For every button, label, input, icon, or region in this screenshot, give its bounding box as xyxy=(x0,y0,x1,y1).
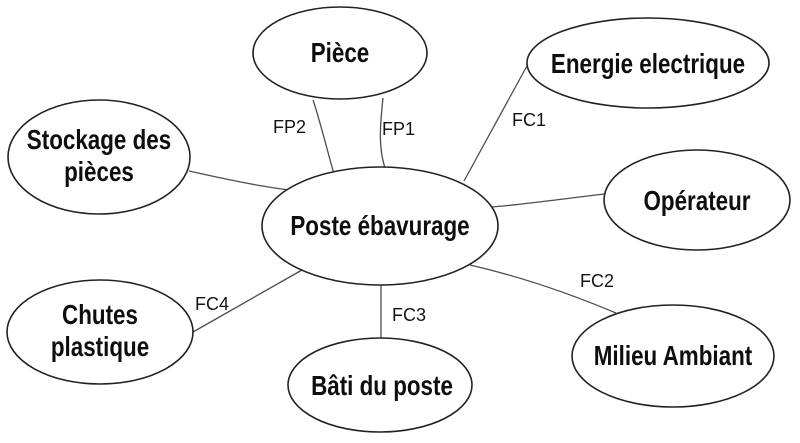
node-energie-electrique-label: Energie electrique xyxy=(550,48,746,79)
node-piece-ellipse xyxy=(252,6,428,100)
node-poste-ebavurage-ellipse xyxy=(261,166,499,286)
node-bati-du-poste-label: Bâti du poste xyxy=(311,370,453,401)
function-label-fc2: FC2 xyxy=(580,271,615,291)
function-label-fc4: FC4 xyxy=(195,294,230,314)
node-piece-label: Pièce xyxy=(310,37,370,68)
function-label-fp1: FP1 xyxy=(382,119,416,139)
node-poste-ebavurage-label: Poste ébavurage xyxy=(290,210,470,241)
node-chutes-plastique-label: Chutes plastique xyxy=(50,299,150,362)
node-stockage-des-pieces-ellipse xyxy=(7,99,191,215)
function-label-fc1: FC1 xyxy=(512,110,547,130)
node-stockage-des-pieces-label: Stockage des pièces xyxy=(26,124,172,187)
connector-fc4-line xyxy=(192,269,303,333)
connector-fc2-line xyxy=(469,264,617,314)
node-operateur-ellipse xyxy=(603,149,791,251)
node-operateur-label: Opérateur xyxy=(643,185,751,216)
node-energie-electrique-ellipse xyxy=(526,17,770,109)
node-milieu-ambiant-ellipse xyxy=(571,304,775,408)
node-bati-du-poste-ellipse xyxy=(287,337,473,433)
node-chutes-plastique-ellipse xyxy=(6,279,194,385)
node-milieu-ambiant-label: Milieu Ambiant xyxy=(593,340,753,371)
function-label-fc3: FC3 xyxy=(392,305,427,325)
function-label-fp2: FP2 xyxy=(273,117,307,137)
connector-fc1-line xyxy=(463,63,529,182)
